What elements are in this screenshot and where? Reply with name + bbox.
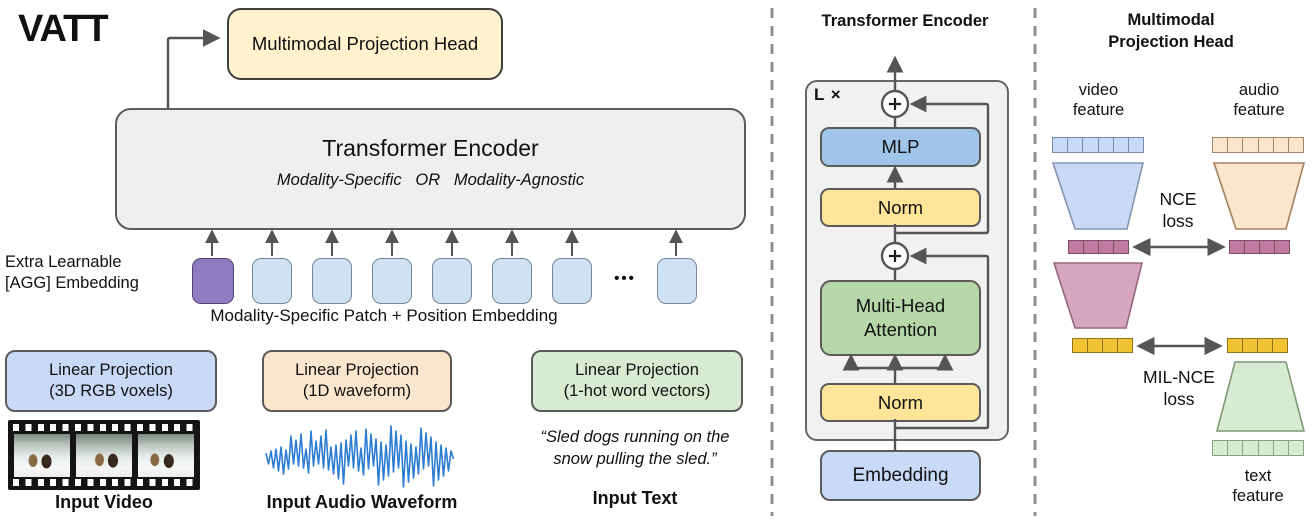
- feature-cell: [1228, 441, 1244, 455]
- video-frame: [14, 434, 70, 477]
- embedding-box: Embedding: [820, 450, 981, 501]
- video-text-space-vector: [1072, 338, 1133, 353]
- input-video-caption: Input Video: [55, 492, 153, 512]
- transformer-encoder-box: Transformer Encoder Modality-Specific OR…: [115, 108, 746, 230]
- filmstrip-sprocket-holes: [13, 424, 195, 431]
- feature-cell: [1243, 441, 1259, 455]
- feature-cell: [1213, 138, 1229, 152]
- feature-cell: [1088, 339, 1103, 352]
- feature-cell: [1275, 241, 1289, 253]
- video-frame: [138, 434, 194, 477]
- feature-cell: [1073, 339, 1088, 352]
- patch-token: [252, 258, 292, 304]
- feature-cell: [1213, 441, 1229, 455]
- feature-cell: [1098, 138, 1114, 152]
- video-text-projection-trapezoid: [1052, 262, 1144, 329]
- layers-loop-label: L ×: [814, 85, 842, 104]
- tokens-ellipsis: •••: [614, 269, 636, 287]
- feature-cell: [1228, 339, 1243, 352]
- feature-cell: [1243, 138, 1259, 152]
- video-feature-label: video feature: [1072, 81, 1125, 119]
- nce-loss-label: NCE loss: [1159, 189, 1197, 231]
- multi-head-attention-box: Multi-Head Attention: [820, 280, 981, 356]
- patch-token: [312, 258, 352, 304]
- feature-cell: [1103, 339, 1118, 352]
- feature-cell: [1099, 241, 1114, 253]
- encoder-detail-panel-title: Transformer Encoder: [821, 12, 989, 30]
- audio-waveform: [265, 425, 455, 488]
- linear-projection-audio-label: Linear Projection (1D waveform): [295, 361, 419, 400]
- figure-title: VATT: [18, 8, 109, 50]
- input-video-filmstrip: [8, 420, 200, 490]
- patch-token: [552, 258, 592, 304]
- norm-top-box: Norm: [820, 188, 981, 227]
- mil-nce-loss-label: MIL-NCE loss: [1143, 367, 1215, 409]
- feature-cell: [1273, 339, 1287, 352]
- feature-cell: [1083, 138, 1099, 152]
- norm-bottom-box: Norm: [820, 383, 981, 422]
- feature-cell: [1053, 138, 1069, 152]
- feature-cell: [1258, 339, 1273, 352]
- feature-cell: [1273, 441, 1289, 455]
- agg-embedding-label: Extra Learnable [AGG] Embedding: [5, 253, 139, 292]
- audio-feature-vector: [1212, 137, 1304, 153]
- feature-cell: [1084, 241, 1099, 253]
- linear-projection-audio-box: Linear Projection (1D waveform): [262, 350, 452, 412]
- video-frame: [76, 434, 132, 477]
- feature-cell: [1114, 241, 1128, 253]
- feature-cell: [1118, 339, 1132, 352]
- input-audio-caption: Input Audio Waveform: [266, 492, 458, 512]
- feature-cell: [1288, 441, 1304, 455]
- patch-token: [492, 258, 532, 304]
- video-projection-trapezoid: [1051, 162, 1145, 230]
- encoder-to-head-arrow: [166, 29, 221, 108]
- mlp-box: MLP: [820, 127, 981, 167]
- feature-cell: [1258, 138, 1274, 152]
- patch-token: [372, 258, 412, 304]
- feature-cell: [1128, 138, 1144, 152]
- feature-cell: [1260, 241, 1275, 253]
- input-text-quote: “Sled dogs running on the snow pulling t…: [540, 428, 730, 468]
- text-feature-vector: [1212, 440, 1304, 456]
- feature-cell: [1258, 441, 1274, 455]
- audio-feature-label: audio feature: [1233, 81, 1285, 119]
- feature-cell: [1113, 138, 1129, 152]
- feature-cell: [1228, 138, 1244, 152]
- text-space-vector: [1227, 338, 1288, 353]
- filmstrip-sprocket-holes: [13, 479, 195, 486]
- agg-token: [192, 258, 234, 304]
- patch-position-embedding-label: Modality-Specific Patch + Position Embed…: [210, 306, 558, 325]
- audio-common-space-vector: [1229, 240, 1290, 254]
- input-text-caption: Input Text: [592, 488, 678, 508]
- patch-token: [657, 258, 697, 304]
- multimodal-projection-head-box: Multimodal Projection Head: [227, 8, 503, 80]
- video-feature-vector: [1052, 137, 1144, 153]
- feature-cell: [1245, 241, 1260, 253]
- video-common-space-vector: [1068, 240, 1129, 254]
- feature-cell: [1069, 241, 1084, 253]
- feature-cell: [1243, 339, 1258, 352]
- linear-projection-video-label: Linear Projection (3D RGB voxels): [49, 361, 173, 400]
- text-feature-label: text feature: [1232, 467, 1284, 505]
- linear-projection-text-box: Linear Projection (1-hot word vectors): [531, 350, 743, 412]
- audio-projection-trapezoid: [1212, 162, 1306, 230]
- transformer-encoder-title: Transformer Encoder: [322, 135, 539, 161]
- transformer-encoder-subtitle: Modality-Specific OR Modality-Agnostic: [276, 171, 585, 189]
- feature-cell: [1230, 241, 1245, 253]
- projection-head-panel-title: Multimodal Projection Head: [1108, 11, 1234, 51]
- patch-token: [432, 258, 472, 304]
- linear-projection-text-label: Linear Projection (1-hot word vectors): [563, 361, 711, 400]
- multimodal-projection-head-label: Multimodal Projection Head: [251, 33, 479, 54]
- feature-cell: [1068, 138, 1084, 152]
- linear-projection-video-box: Linear Projection (3D RGB voxels): [5, 350, 217, 412]
- token-arrows: [205, 229, 683, 256]
- feature-cell: [1288, 138, 1304, 152]
- feature-cell: [1273, 138, 1289, 152]
